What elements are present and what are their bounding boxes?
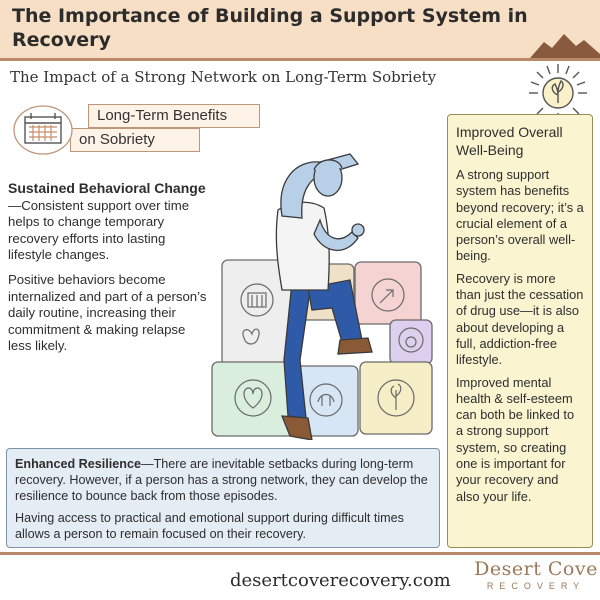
resilience-heading: Enhanced Resilience (15, 457, 141, 471)
page-title: The Importance of Building a Support Sys… (12, 5, 528, 51)
sustained-change-section: Sustained Behavioral Change—Consistent s… (8, 180, 208, 363)
footer-divider (0, 552, 600, 555)
benefits-badge: Long-Term Benefits on Sobriety (12, 104, 262, 156)
badge-label-line1: Long-Term Benefits (88, 104, 260, 128)
mountain-icon (530, 34, 600, 58)
well-being-card: Improved Overall Well-Being A strong sup… (447, 114, 593, 548)
resilience-intro: —There are inevitable setbacks during lo… (15, 457, 428, 503)
subtitle: The Impact of a Strong Network on Long-T… (10, 68, 437, 86)
resilience-card: Enhanced Resilience—There are inevitable… (6, 448, 440, 548)
sustained-change-body: Positive behaviors become internalized a… (8, 271, 207, 354)
logo-wordmark: Desert Cove (474, 558, 598, 580)
header-banner: The Importance of Building a Support Sys… (0, 0, 600, 58)
sustained-change-intro: —Consistent support over time helps to c… (8, 197, 190, 263)
stair-climber-illustration (211, 153, 433, 440)
well-being-para1: A strong support system has benefits bey… (456, 167, 584, 264)
header-divider (0, 58, 600, 61)
well-being-para2: Recovery is more than just the cessation… (456, 270, 584, 368)
brand-logo: Desert Cove RECOVERY (474, 558, 598, 592)
badge-label-line2: on Sobriety (70, 128, 200, 152)
sustained-change-heading: Sustained Behavioral Change (8, 180, 206, 196)
logo-subtext: RECOVERY (486, 581, 586, 591)
sun-leaf-icon (529, 64, 587, 122)
website-link[interactable]: desertcoverecovery.com (230, 570, 451, 591)
well-being-para3: Improved mental health & self-esteem can… (456, 374, 575, 504)
well-being-heading: Improved Overall Well-Being (456, 124, 563, 158)
resilience-body: Having access to practical and emotional… (15, 511, 404, 541)
calendar-icon (13, 105, 73, 155)
